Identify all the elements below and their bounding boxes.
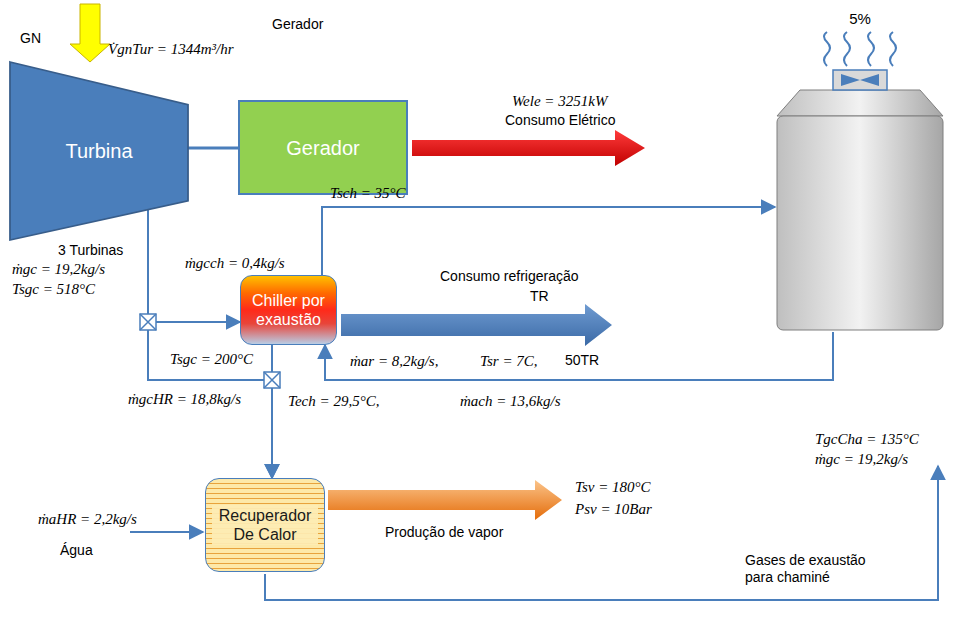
- fan-housing: [833, 70, 887, 90]
- cooling-tower: 5%: [775, 8, 945, 332]
- node-text: Gerador: [286, 136, 359, 160]
- value-label: Tsr = 7C,: [480, 352, 538, 370]
- value-label: ṁgc = 19,2kg/s: [815, 450, 908, 468]
- value-label: ṁach = 13,6kg/s: [460, 392, 561, 410]
- node-text: Recuperador De Calor: [212, 505, 318, 545]
- heat-recovery-box: Recuperador De Calor: [205, 478, 325, 572]
- node-text: Chiller por exaustão: [245, 291, 332, 329]
- gas-inlet-arrow: [70, 4, 110, 62]
- flow-line: [271, 345, 273, 478]
- value-label: Wele = 3251kW: [512, 92, 607, 110]
- generator-box: Gerador: [238, 100, 408, 195]
- value-label: Tsgc = 200°C: [170, 350, 253, 368]
- text-label: Consumo Elétrico: [505, 112, 616, 129]
- value-label: ṁgc = 19,2kg/s: [12, 260, 105, 278]
- text-label: Água: [60, 542, 93, 559]
- value-label: TgcCha = 135°C: [815, 430, 919, 448]
- value-label: ṁgcHR = 18,8kg/s: [128, 390, 241, 408]
- shaft-line: [188, 147, 238, 150]
- chiller-box: Chiller por exaustão: [240, 275, 337, 345]
- fan-blades: [841, 74, 879, 86]
- value-label: ṁar = 8,2kg/s,: [350, 352, 438, 370]
- text-label: 50TR: [565, 352, 599, 369]
- node-text: Turbina: [65, 139, 132, 163]
- value-label: ṁaHR = 2,2kg/s: [38, 510, 137, 528]
- electric-output-arrow: [412, 130, 645, 166]
- steam-plume: [890, 32, 896, 66]
- tower-hood: [777, 90, 943, 116]
- steam-plume: [824, 32, 830, 66]
- node-text: 5%: [849, 8, 871, 28]
- text-label: Gerador: [272, 16, 323, 33]
- flow-line: [325, 332, 833, 380]
- valve-symbol: [264, 372, 280, 388]
- text-label: TR: [530, 288, 549, 305]
- value-label: ṁgcch = 0,4kg/s: [185, 254, 285, 272]
- steam-plume: [868, 32, 874, 66]
- text-label: Gases de exaustão para chaminé: [745, 552, 885, 586]
- tower-outline: [775, 8, 945, 332]
- value-label: Tech = 29,5°C,: [288, 392, 379, 410]
- tower-body: [777, 116, 943, 330]
- value-label: Tsgc = 518°C: [12, 280, 95, 298]
- valve-symbol: [140, 314, 156, 330]
- text-label: GN: [20, 30, 41, 47]
- value-label: Tsch = 35°C: [330, 184, 406, 202]
- text-label: Produção de vapor: [385, 524, 503, 541]
- turbine-shape: Turbina: [10, 62, 188, 240]
- refrigeration-output-arrow: [341, 304, 612, 346]
- steam-plume: [844, 32, 850, 66]
- text-label: 3 Turbinas: [58, 242, 123, 259]
- flow-line: [322, 207, 775, 275]
- text-label: Consumo refrigeração: [440, 268, 579, 285]
- water-inlet-line: [130, 531, 203, 533]
- turbine-outline: [10, 62, 188, 240]
- value-label: Tsv = 180°C: [575, 478, 651, 496]
- value-label: Psv = 10Bar: [575, 500, 652, 518]
- steam-output-arrow: [328, 480, 562, 520]
- value-label: V̇gnTur = 1344m³/hr: [108, 40, 233, 58]
- exhaust-to-chimney-line: [265, 466, 938, 600]
